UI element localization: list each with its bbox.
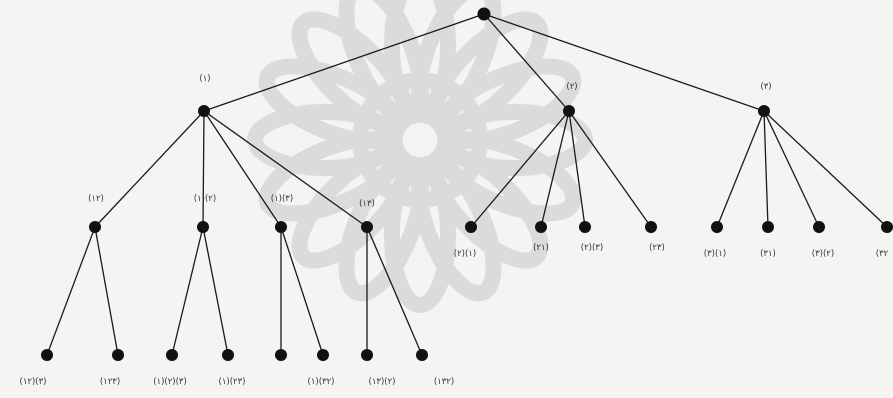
edge-n2-n23 (568, 110, 652, 228)
node-label-n1_3: (۱)(۳) (271, 194, 293, 204)
node-label-n123: (۱۲۳) (100, 377, 120, 387)
tree-node-n31 (762, 221, 774, 233)
edge-n2-n21 (540, 110, 570, 228)
tree-node-n1_32 (317, 349, 329, 361)
tree-node-n123 (112, 349, 124, 361)
watermark-rosette (247, 0, 593, 313)
node-label-n2_3: (۲)(۳) (581, 243, 603, 253)
tree-node-n2_3 (579, 221, 591, 233)
node-label-n1_32: (۱)(۳۲) (308, 377, 335, 387)
edge-n3-n32 (763, 110, 888, 228)
tree-node-n21 (535, 221, 547, 233)
edge-n12-n123 (94, 226, 119, 356)
node-label-n12: (۱۲) (88, 194, 104, 204)
edge-n3-n31 (763, 110, 769, 228)
tree-node-root (477, 7, 491, 21)
tree-node-n23 (645, 221, 657, 233)
node-label-n13: (۱۳) (359, 199, 375, 209)
watermark-petal (434, 58, 582, 149)
watermark-center (352, 72, 488, 208)
edge-n1-n12 (94, 110, 205, 228)
edge-n3-n3_2 (763, 110, 820, 228)
node-label-n21: (۲۱) (533, 243, 549, 253)
edge-n1_2-n1_23 (202, 226, 229, 356)
node-label-n1_23: (۱)(۲۳) (219, 377, 246, 387)
edge-n2-n2_1 (470, 110, 570, 228)
edge-n1-n1_3 (203, 110, 282, 228)
tree-node-n1_23 (222, 349, 234, 361)
tree-node-n13_2 (361, 349, 373, 361)
edge-n1-n1_2 (202, 110, 205, 228)
edge-n12-n12_3 (46, 226, 96, 356)
edge-root-n3 (483, 13, 765, 112)
node-label-n3_2: (۳)(۲) (812, 249, 834, 259)
edge-n3-n3_1 (716, 110, 765, 228)
node-label-n12_3: (۱۲)(۳) (20, 377, 47, 387)
node-label-n3_1: (۳)(۱) (704, 249, 726, 259)
tree-node-n2 (563, 105, 575, 117)
tree-node-n12_3 (41, 349, 53, 361)
node-label-n3: (۳) (760, 82, 771, 92)
tree-node-n1_2_3 (166, 349, 178, 361)
tree-node-n3_2 (813, 221, 825, 233)
node-label-n1: (۱) (199, 74, 210, 84)
edge-root-n2 (483, 13, 570, 112)
edge-n1_2-n1_2_3 (171, 226, 204, 356)
node-label-n13_2: (۱۳)(۲) (369, 377, 396, 387)
edge-root-n1 (203, 13, 485, 112)
node-label-n2: (۲) (566, 82, 577, 92)
tree-node-n1_2 (197, 221, 209, 233)
tree-node-n1_3 (275, 221, 287, 233)
tree-node-n3 (758, 105, 770, 117)
tree-node-n32 (881, 221, 893, 233)
node-label-n1_2_3: (۱)(۲)(۳) (153, 377, 187, 387)
tree-node-n2_1 (465, 221, 477, 233)
edge-n1-n13 (203, 110, 368, 228)
tree-node-n3_1 (711, 221, 723, 233)
node-label-n23: (۲۳) (649, 243, 665, 253)
edge-n1_3-n1_32 (280, 226, 324, 356)
tree-node-n13 (361, 221, 373, 233)
node-label-n1_2: (۱)(۲) (194, 194, 216, 204)
node-label-n32: (۳۲ (876, 249, 889, 259)
node-label-n132: (۱۳۲) (434, 377, 454, 387)
tree-node-n132 (416, 349, 428, 361)
tree-node-n1 (198, 105, 210, 117)
edge-n13-n132 (366, 226, 423, 356)
tree-node-n1_3a (275, 349, 287, 361)
node-label-n2_1: (۲)(۱) (454, 249, 476, 259)
node-label-n31: (۳۱) (760, 249, 776, 259)
tree-node-n12 (89, 221, 101, 233)
edge-n2-n2_3 (568, 110, 586, 228)
